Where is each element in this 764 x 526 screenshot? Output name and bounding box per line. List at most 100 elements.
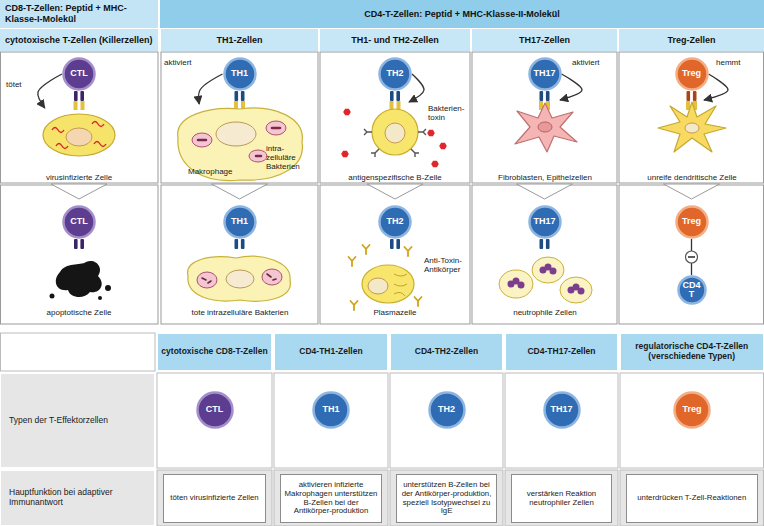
- macrophage-dead-bacteria: [197, 272, 217, 288]
- node-label: TH1: [231, 69, 248, 78]
- cell-outline: [224, 207, 255, 238]
- neutrophil-cell: [578, 288, 585, 295]
- cell-outline: [439, 143, 447, 150]
- panel-frame: [320, 185, 470, 324]
- table-header-cell: regulatorische CD4-T-Zellen (verschieden…: [621, 334, 763, 370]
- plasma-cell: [405, 247, 412, 256]
- plasma-cell: [351, 301, 358, 310]
- apoptotic-cell: [50, 261, 112, 300]
- annotation-label: Plasmazelle: [340, 308, 450, 317]
- macrophage-dead-bacteria: [262, 269, 282, 285]
- t-cell-receptor: [540, 239, 550, 249]
- cell-outline: [64, 207, 95, 238]
- cell-outline: [380, 59, 411, 90]
- panel-frame: [1, 52, 159, 183]
- node-label: TH17-Zellen: [519, 35, 570, 46]
- annotation-label: neutrophile Zellen: [480, 308, 610, 317]
- panel-frame: [161, 185, 318, 324]
- t-cell-circle: TH2: [428, 391, 466, 429]
- t-cell-circle: TH17: [528, 205, 562, 239]
- cell-outline: [495, 100, 595, 182]
- node-label: cytotoxische T-Zellen (Killerzellen): [5, 35, 153, 46]
- node-label: CTL: [70, 217, 88, 226]
- node-label: CD4-T-Zellen: Peptid + MHC-Klasse-II-Mol…: [364, 9, 559, 20]
- apoptotic-cell: [105, 285, 111, 291]
- cell-outline: [544, 393, 579, 428]
- t-cell-circle: TH1: [223, 57, 257, 91]
- t-cell-receptor: [235, 239, 245, 249]
- node-label: TH2: [438, 405, 455, 414]
- cell-outline: [52, 122, 106, 149]
- cell-outline: [66, 128, 92, 146]
- mhc-molecule: [74, 101, 85, 110]
- cell-outline: [676, 207, 707, 238]
- t-cell-receptor: [235, 91, 245, 101]
- edge-label: hemmt: [716, 58, 756, 67]
- t-cell-circle: TH2: [378, 57, 412, 91]
- t-cell-circle: CTL: [196, 391, 234, 429]
- panel-frame: [619, 185, 764, 324]
- table-cell: aktivieren infizierte Makrophagen unters…: [280, 474, 382, 523]
- apoptotic-cell: [98, 296, 102, 300]
- table-grid: [505, 470, 618, 526]
- table-grid: [620, 470, 764, 526]
- node-label: TH2: [386, 217, 403, 226]
- node-label: TH2: [386, 69, 403, 78]
- node-label: CD8-T-Zellen: Peptid + MHC-Klasse-I-Mole…: [5, 3, 153, 25]
- arrow-connector: [38, 74, 62, 108]
- t-cell-circle: TH17: [528, 57, 562, 91]
- neutrophil-cell: [560, 277, 592, 303]
- node-label: TH1-Zellen: [216, 35, 262, 46]
- table-grid: [390, 470, 503, 526]
- neutrophil-cell: [518, 282, 525, 289]
- t-cell-receptor: [687, 91, 697, 101]
- macrophage-dead-bacteria: [202, 274, 276, 283]
- neutrophil-cell: [532, 257, 564, 283]
- arrow-connector: [199, 74, 223, 104]
- transition-arrow: [212, 184, 268, 199]
- node-label: TH17: [533, 217, 555, 226]
- t-cell-circle: CTL: [62, 205, 96, 239]
- t-cell-receptor: [74, 239, 84, 249]
- target-cell: unreife dendritische Zelle: [642, 100, 742, 182]
- node-label: CD4 T: [682, 281, 702, 300]
- node-label: CTL: [70, 69, 88, 78]
- cell-outline: [429, 393, 464, 428]
- table-grid: [274, 373, 388, 468]
- table-grid: [157, 373, 272, 468]
- row-header-cell: Hauptfunktion bei adaptiver Immunantwort: [1, 471, 154, 525]
- t-cell-circle: TH1: [223, 205, 257, 239]
- table-header-cell: cytotoxische CD8-T-Zellen: [158, 334, 271, 370]
- transition-arrow: [517, 184, 573, 199]
- t-cell-circle: CD4 T: [677, 275, 707, 305]
- header-band: CD4-T-Zellen: Peptid + MHC-Klasse-II-Mol…: [160, 0, 764, 28]
- panel-frame: [619, 52, 764, 183]
- inhibition-symbol: [686, 251, 698, 263]
- t-cell-circle: TH17: [543, 391, 581, 429]
- row-header-cell: Typen der T-Effektorzellen: [1, 374, 154, 467]
- plasma-cell: [415, 297, 422, 306]
- macrophage-dead-bacteria: [188, 256, 291, 301]
- cell-caption: virusinfizierte Zelle: [46, 173, 112, 182]
- table-cell: unterstützen B-Zellen bei der Antikörper…: [396, 474, 497, 523]
- header-band: Treg-Zellen: [619, 29, 764, 51]
- cell-outline: [385, 123, 405, 143]
- table-grid: [620, 373, 764, 468]
- plasma-cell: [394, 274, 407, 296]
- node-label: TH17: [550, 405, 572, 414]
- cell-outline: [224, 59, 255, 90]
- t-cell-circle: Treg: [675, 205, 709, 239]
- cell-outline: [529, 207, 560, 238]
- target-cell: virusinfizierte Zelle: [34, 108, 124, 182]
- macrophage-dead-bacteria: [226, 270, 254, 288]
- t-cell-receptor: [540, 91, 550, 101]
- node-label: Treg: [682, 217, 701, 226]
- transition-arrow: [51, 184, 720, 199]
- t-cell-circle: Treg: [673, 391, 711, 429]
- node-label: TH1: [322, 405, 339, 414]
- header-band: CD8-T-Zellen: Peptid + MHC-Klasse-I-Mole…: [0, 0, 158, 28]
- cell-caption: Fibroblasten, Epithelzellen: [498, 173, 592, 182]
- table-cell: töten virusinfizierte Zellen: [163, 474, 266, 523]
- cell-outline: [380, 207, 411, 238]
